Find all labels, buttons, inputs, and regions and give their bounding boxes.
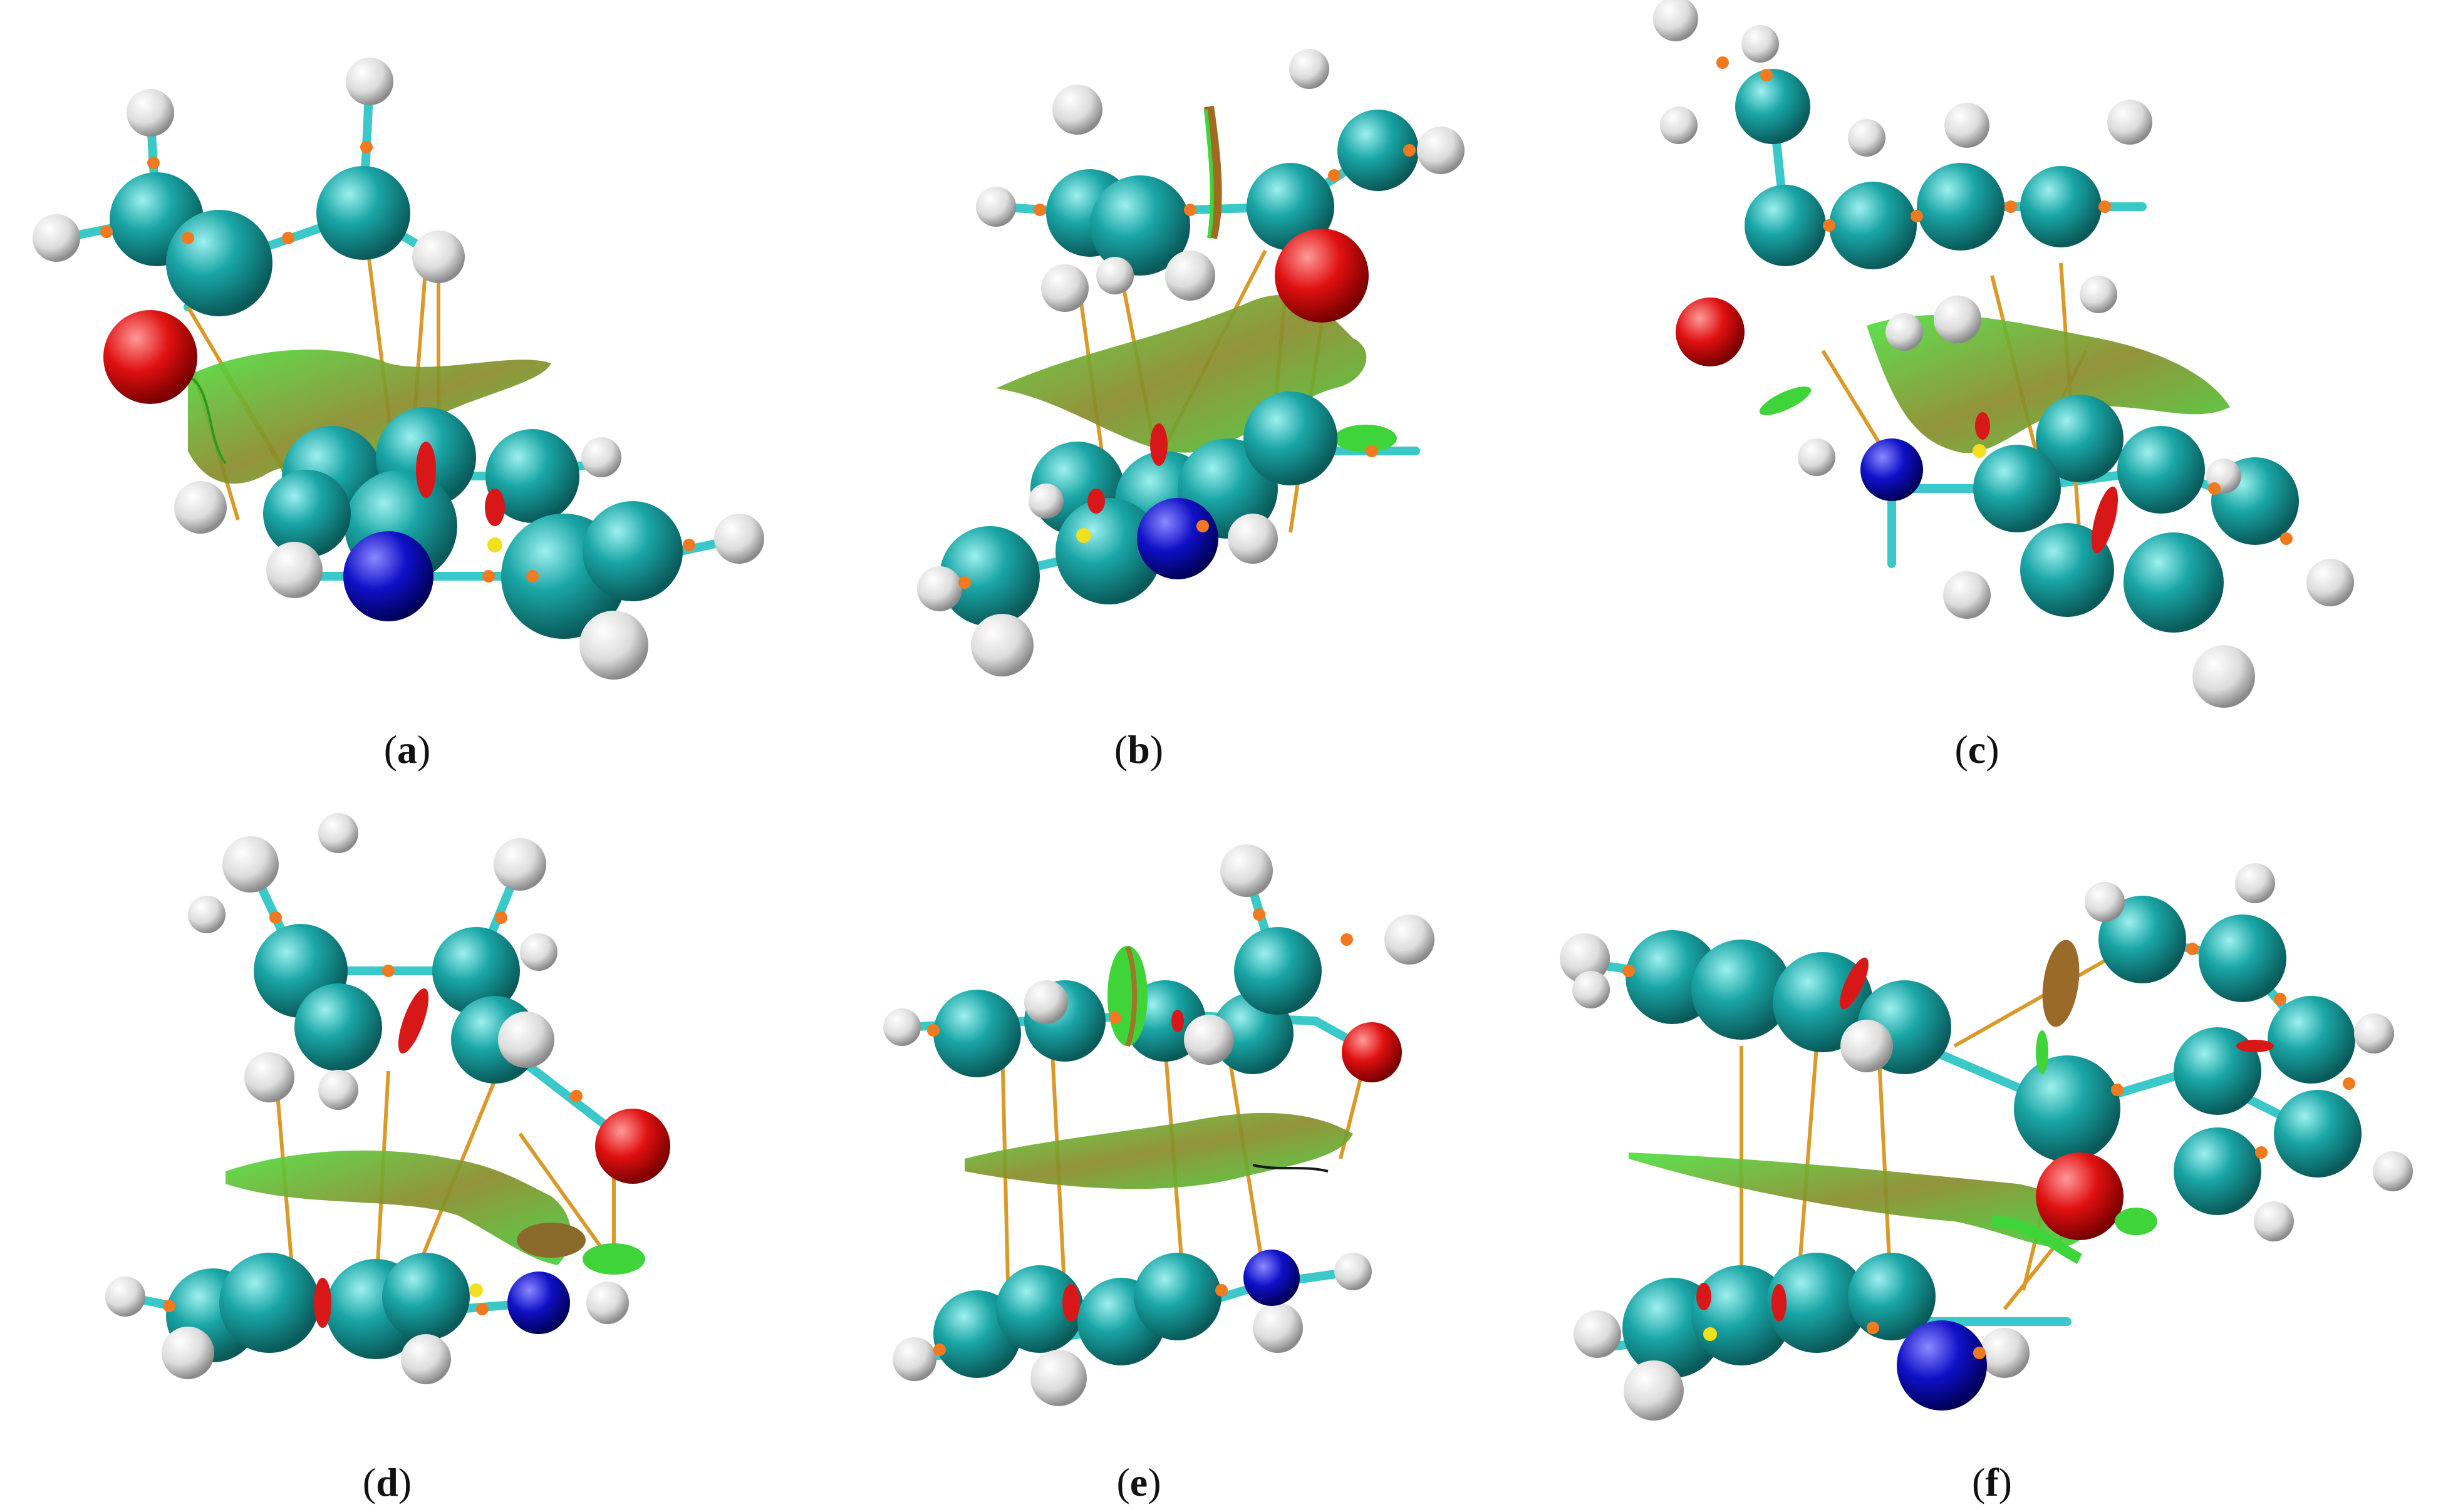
caption-b: (b): [1114, 727, 1164, 772]
caption-d: (d): [362, 1460, 412, 1504]
nci-isosurface-c: [1867, 314, 2230, 453]
hydrogen-atoms-a: [33, 58, 764, 680]
caption-a: (a): [383, 727, 431, 772]
molecule-view-a: [33, 58, 764, 680]
caption-f: (f): [1972, 1460, 2012, 1504]
carbon-atoms-a: [110, 166, 683, 639]
caption-e: (e): [1116, 1460, 1161, 1504]
molecule-view-b: [917, 49, 1465, 676]
nci-isosurface-a: [188, 350, 551, 484]
panel-a: (a): [0, 0, 814, 772]
nitrogen-atom-a: [343, 531, 433, 621]
caption-c: (c): [1954, 727, 1999, 772]
panel-b: (b): [814, 0, 1629, 772]
panel-d: (d): [0, 783, 814, 1512]
nci-isosurface-e: [965, 1112, 1353, 1189]
nci-isosurface-d: [226, 1150, 571, 1265]
ring-critical-points-a: [416, 442, 505, 526]
panel-f: (f): [1503, 783, 2453, 1512]
molecule-view-e: [883, 844, 1434, 1406]
panel-e: (e): [814, 783, 1629, 1512]
cage-critical-point-a: [487, 537, 502, 552]
molecule-view-d: [105, 813, 670, 1384]
bond-critical-points-a: [100, 141, 695, 583]
panel-c: (c): [1629, 0, 2453, 772]
nci-isosurface-f: [1629, 1152, 2080, 1247]
oxygen-atom-a: [103, 310, 197, 404]
molecule-view-f: [1560, 863, 2413, 1421]
molecule-view-c: [1653, 0, 2354, 708]
